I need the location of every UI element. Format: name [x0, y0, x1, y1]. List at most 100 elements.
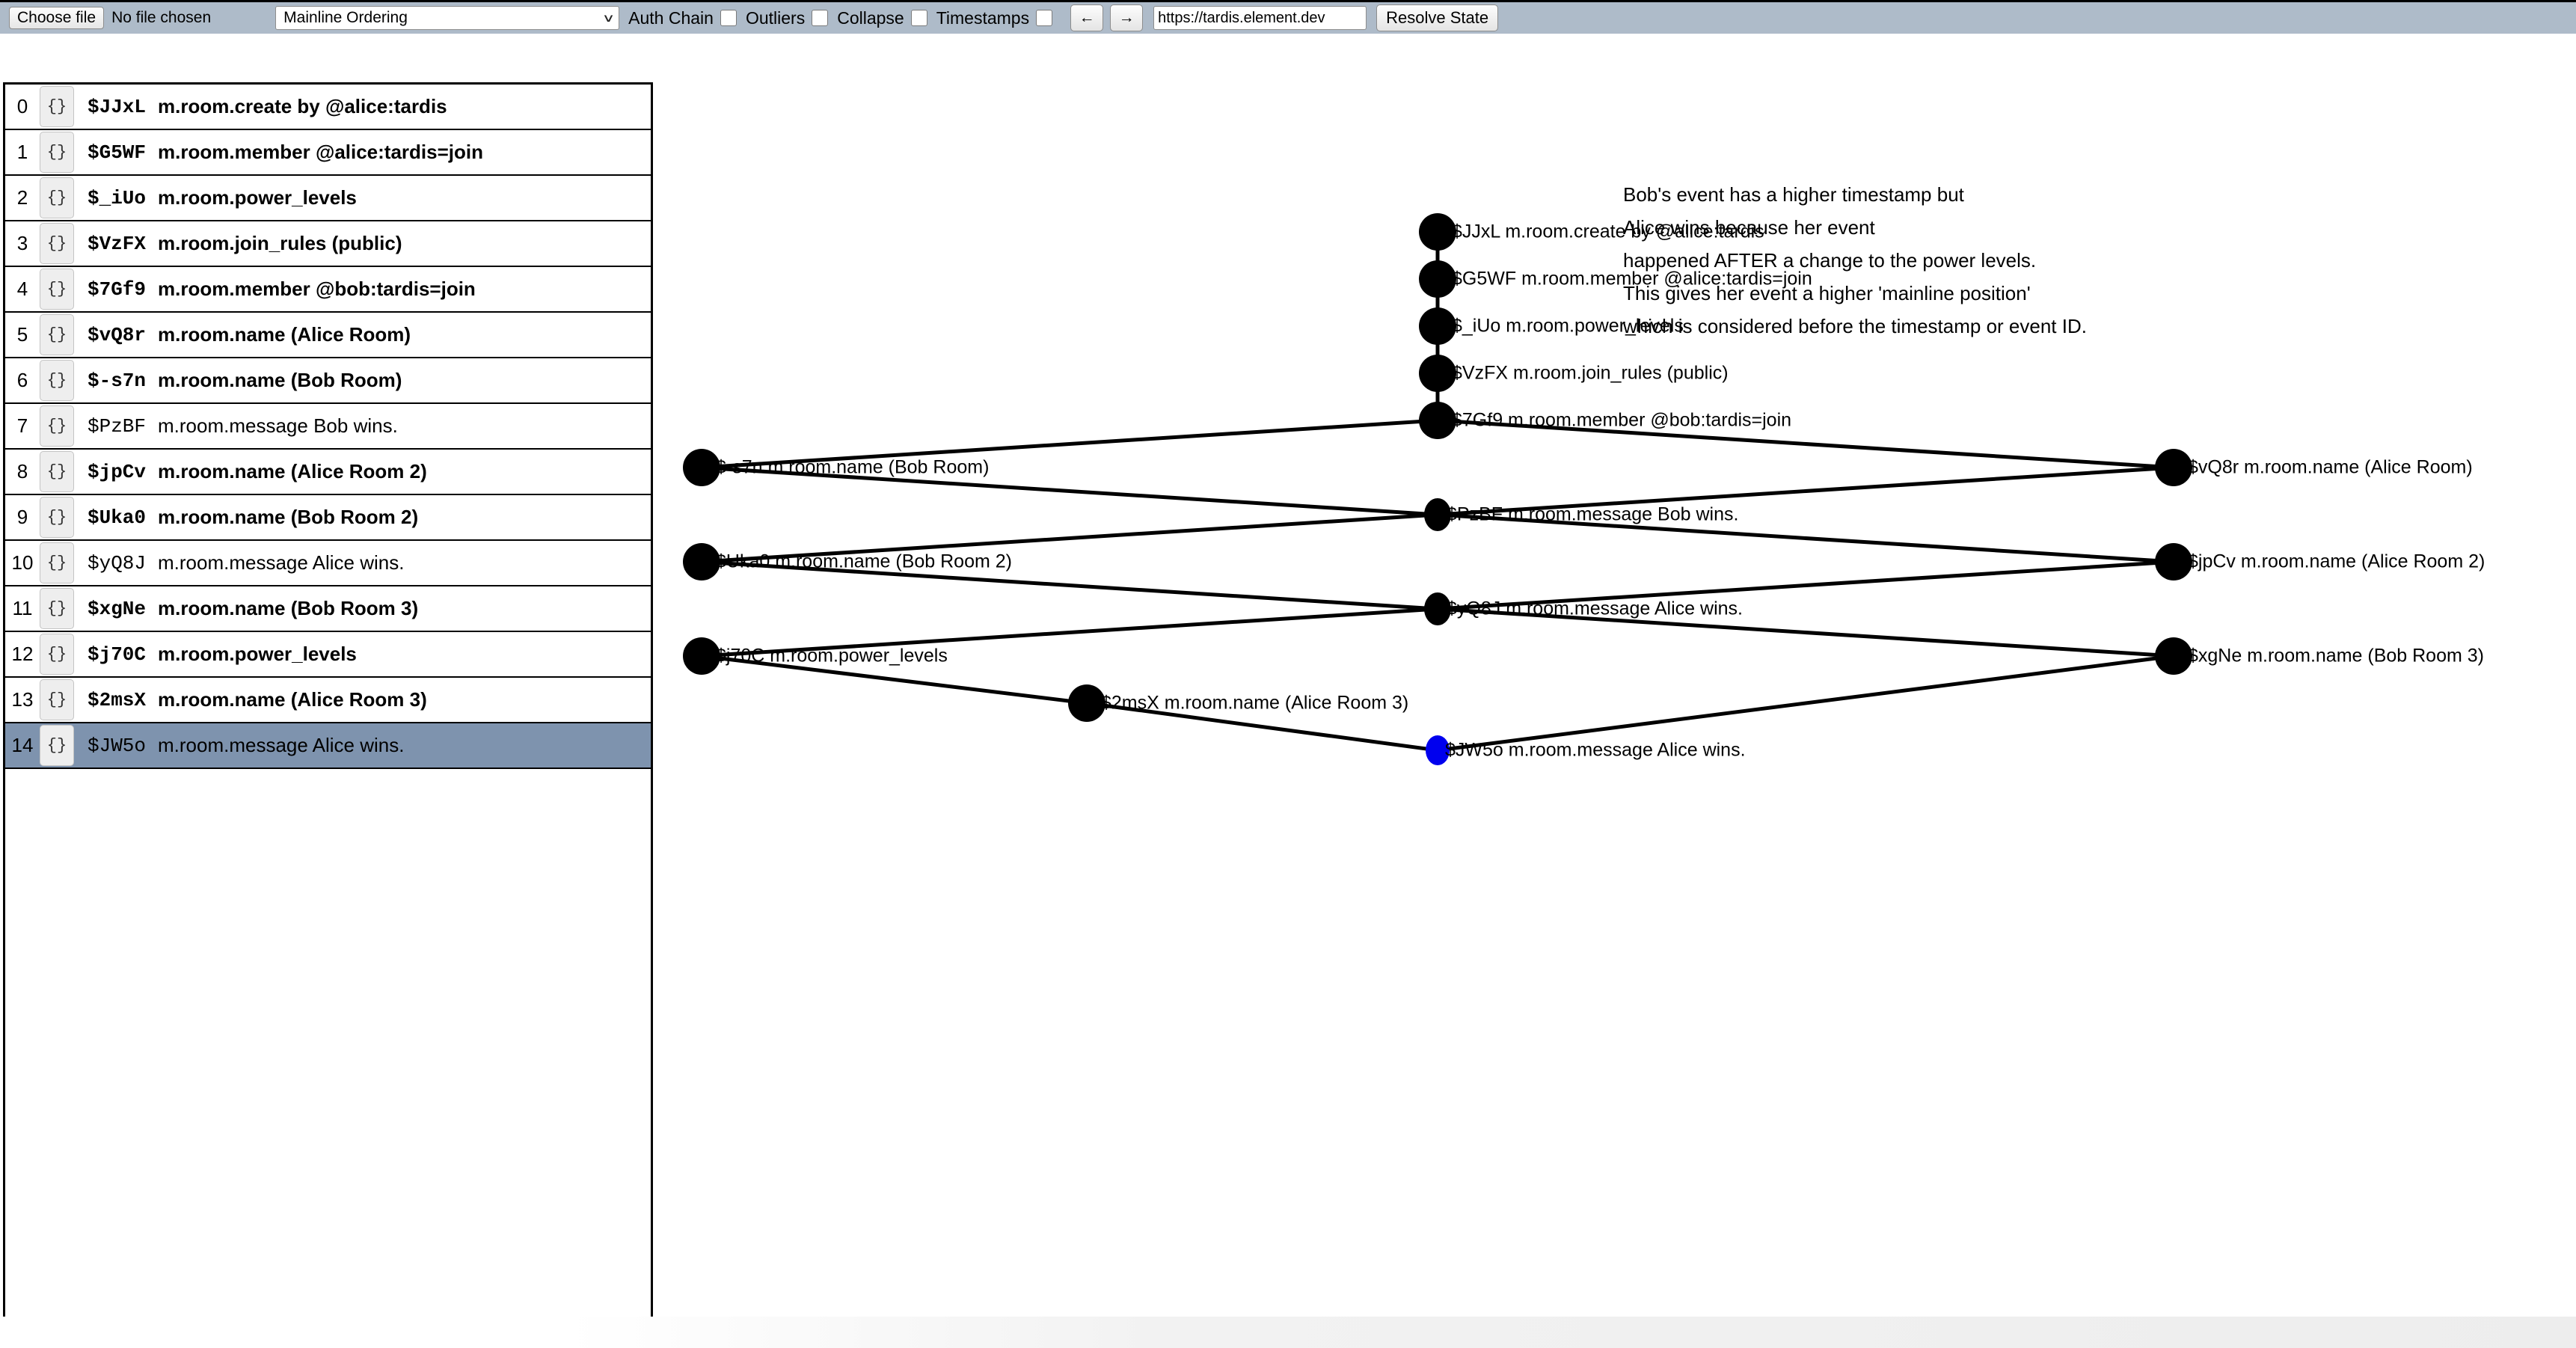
dag-node[interactable] [683, 449, 720, 486]
event-id: $-s7n [88, 369, 147, 392]
collapse-checkbox[interactable] [910, 10, 927, 26]
dag-node-label: $vQ8r m.room.name (Alice Room) [2188, 456, 2473, 478]
dag-node-label: $j70C m.room.power_levels [716, 645, 948, 667]
dag-node[interactable] [683, 637, 720, 675]
dag-edge [1437, 465, 2174, 517]
collapse-label: Collapse [837, 7, 904, 28]
edge-layer [701, 232, 2174, 753]
view-json-button[interactable]: {} [40, 588, 74, 629]
dag-node[interactable] [1419, 260, 1456, 298]
view-json-button[interactable]: {} [40, 314, 74, 355]
event-description: m.room.message Bob wins. [158, 414, 398, 437]
dag-edge [701, 418, 1438, 470]
view-json-button[interactable]: {} [40, 679, 74, 720]
dag-node[interactable] [1426, 735, 1450, 765]
dag-node[interactable] [1424, 592, 1451, 625]
dag-node-label: $G5WF m.room.member @alice:tardis=join [1452, 268, 1812, 289]
dag-edge [1437, 560, 2174, 611]
event-index: 2 [16, 186, 28, 209]
server-url-input[interactable]: https://tardis.element.dev [1153, 6, 1367, 30]
timestamps-checkbox[interactable] [1036, 10, 1053, 26]
view-json-button[interactable]: {} [40, 223, 74, 264]
dag-edge [701, 654, 1088, 705]
event-dag-canvas[interactable]: $JJxL m.room.create by @alice:tardis$G5W… [653, 36, 2576, 1317]
dag-node[interactable] [1419, 355, 1456, 392]
view-json-button[interactable]: {} [40, 177, 74, 218]
event-row[interactable]: 2 {} $_iUo m.room.power_levels [5, 176, 651, 221]
event-index: 1 [16, 141, 28, 163]
annotation-line: This gives her event a higher 'mainline … [1623, 282, 2031, 304]
dag-node[interactable] [1068, 684, 1105, 722]
view-json-button[interactable]: {} [40, 86, 74, 127]
ordering-select[interactable]: Mainline Ordering ∨ [275, 6, 620, 30]
event-description: m.room.name (Bob Room 3) [158, 597, 419, 619]
auth-chain-label: Auth Chain [628, 7, 714, 28]
event-description: m.room.message Alice wins. [158, 551, 405, 574]
dag-node-label: $VzFX m.room.join_rules (public) [1452, 362, 1729, 384]
event-id: $JW5o [88, 734, 147, 757]
view-json-button[interactable]: {} [40, 725, 74, 766]
event-index: 6 [16, 369, 28, 391]
event-id: $vQ8r [88, 323, 147, 346]
event-index: 7 [16, 414, 28, 437]
dag-node-label: $Uka0 m.room.name (Bob Room 2) [716, 551, 1012, 572]
dag-node[interactable] [2155, 543, 2192, 580]
event-index: 12 [11, 643, 34, 665]
event-id: $VzFX [88, 232, 147, 255]
view-json-button[interactable]: {} [40, 269, 74, 310]
dag-node-label: $_iUo m.room.power_levels [1452, 315, 1684, 337]
view-json-button[interactable]: {} [40, 497, 74, 538]
dag-edge [701, 607, 1438, 658]
dag-node[interactable] [1419, 402, 1456, 439]
dag-node[interactable] [683, 543, 720, 580]
dag-node[interactable] [2155, 449, 2192, 486]
view-json-button[interactable]: {} [40, 132, 74, 173]
event-description: m.room.member @alice:tardis=join [158, 141, 483, 163]
view-json-button[interactable]: {} [40, 405, 74, 447]
outliers-checkbox[interactable] [812, 10, 829, 26]
dag-node-label: $jpCv m.room.name (Alice Room 2) [2188, 551, 2485, 572]
view-json-button[interactable]: {} [40, 542, 74, 583]
dag-node-label: $yQ8J m.room.message Alice wins. [1447, 598, 1743, 619]
dag-node[interactable] [1419, 213, 1456, 251]
annotation-line: Alice wins because her event [1623, 216, 1875, 239]
auth-chain-checkbox[interactable] [720, 10, 737, 26]
event-description: m.room.power_levels [158, 186, 357, 209]
dag-node[interactable] [1424, 498, 1451, 531]
toolbar: Choose file No file chosen Mainline Orde… [0, 0, 2576, 34]
event-description: m.room.message Alice wins. [158, 734, 405, 756]
view-json-button[interactable]: {} [40, 634, 74, 675]
back-button[interactable]: ← [1070, 4, 1104, 31]
choose-file-button[interactable]: Choose file [9, 7, 105, 29]
view-json-button[interactable]: {} [40, 451, 74, 492]
dag-node[interactable] [2155, 637, 2192, 675]
event-index: 5 [16, 323, 28, 346]
forward-button[interactable]: → [1110, 4, 1144, 31]
dag-node[interactable] [1419, 307, 1456, 345]
event-id: $_iUo [88, 186, 147, 209]
event-id: $7Gf9 [88, 278, 147, 301]
ordering-select-value: Mainline Ordering [283, 9, 408, 26]
view-json-button[interactable]: {} [40, 360, 74, 401]
event-index: 8 [16, 460, 28, 482]
event-index: 9 [16, 506, 28, 528]
resolve-state-button[interactable]: Resolve State [1376, 4, 1499, 31]
event-id: $yQ8J [88, 551, 147, 575]
event-index: 13 [11, 688, 34, 711]
